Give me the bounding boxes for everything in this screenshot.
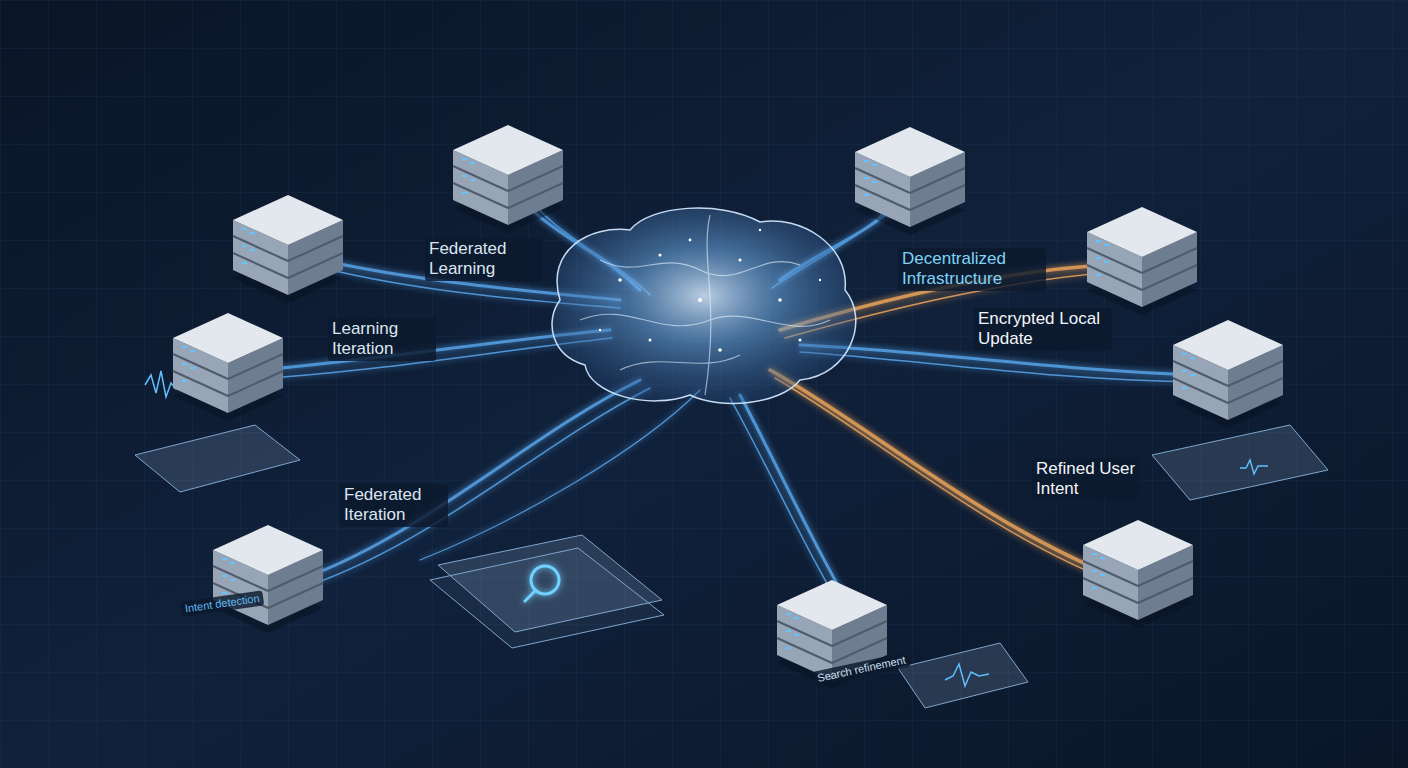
data-panels	[135, 425, 1328, 708]
flow-label: Learning Iteration	[328, 318, 436, 361]
server-nodes	[173, 125, 1283, 688]
flow-label: Federated Iteration	[340, 484, 448, 527]
flow-label: Federated Learning	[425, 238, 543, 281]
search-icon	[524, 566, 559, 602]
waveforms	[145, 371, 1268, 686]
flow-label: Refined User Intent	[1032, 458, 1140, 501]
brain-core	[552, 208, 856, 403]
flow-label: Decentralized Infrastructure	[898, 248, 1046, 291]
flow-label: Encrypted Local Update	[974, 308, 1112, 351]
